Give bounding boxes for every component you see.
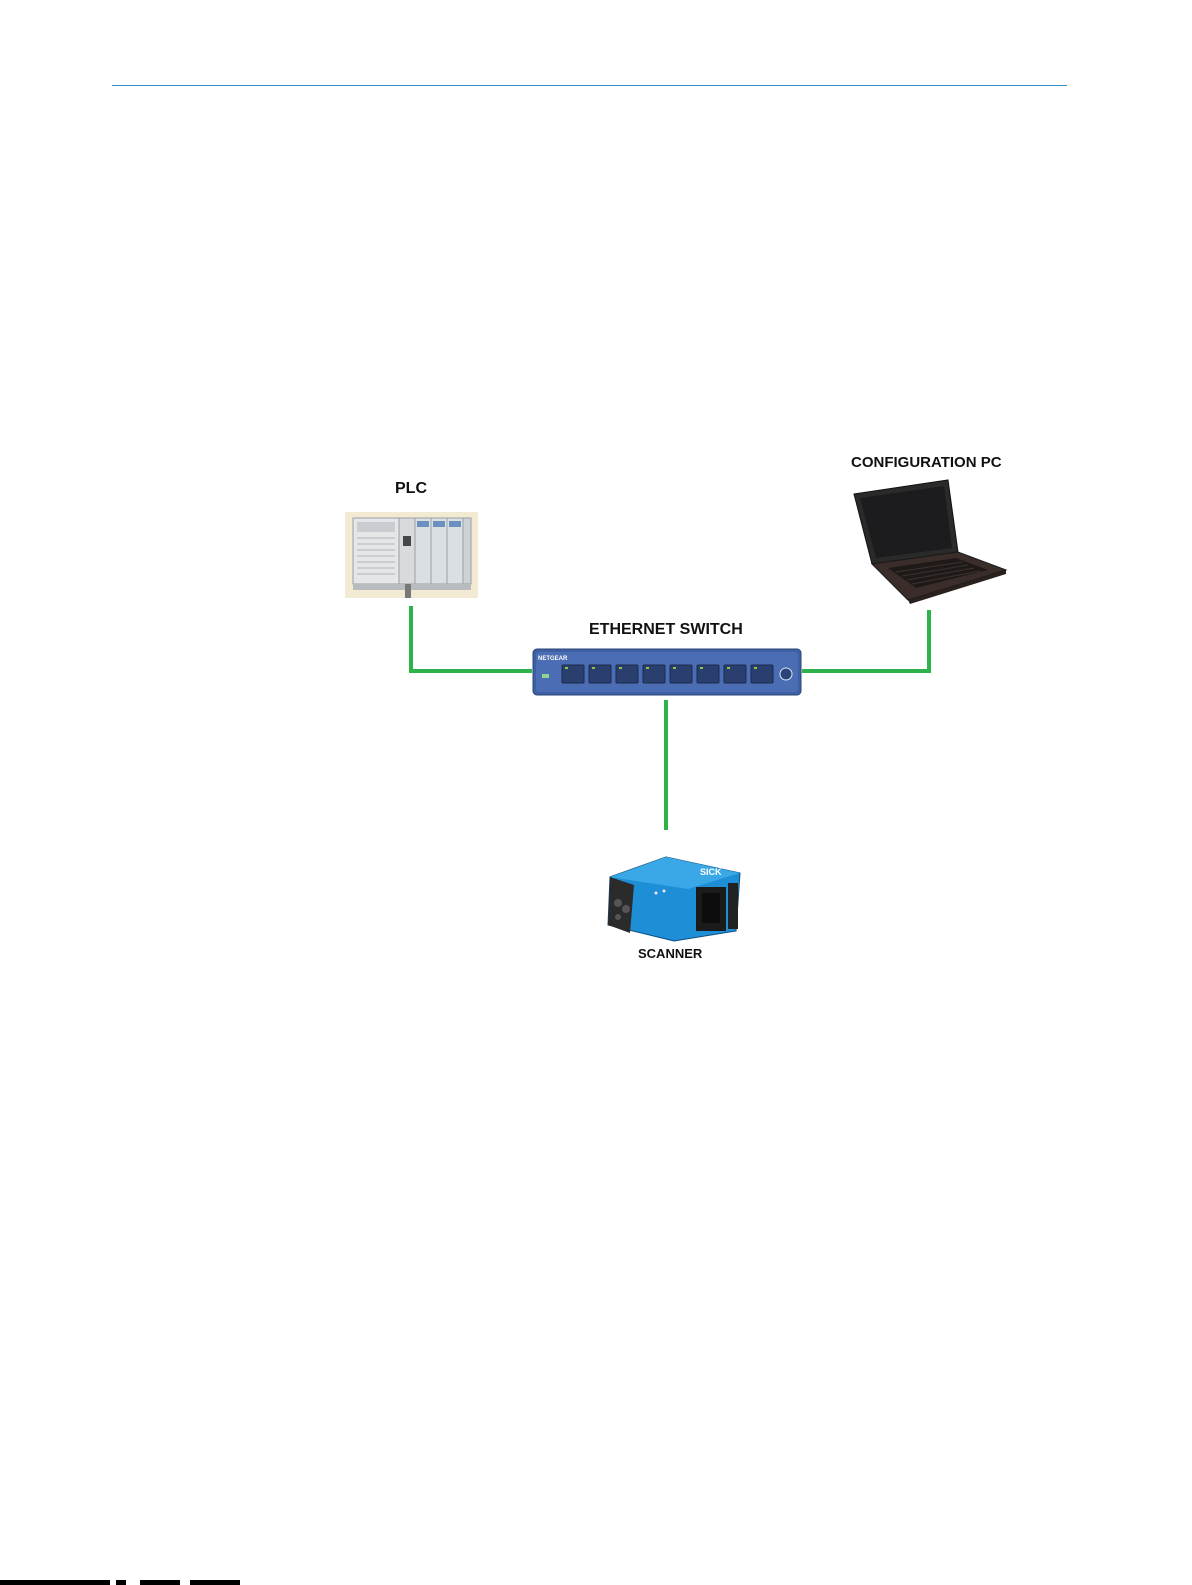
plc-icon: [345, 512, 478, 598]
ethernet-switch-label: ETHERNET SWITCH: [589, 621, 743, 639]
plc-device: [345, 512, 478, 598]
page-edge-marks: [0, 1578, 270, 1585]
scanner-brand: SICK: [700, 867, 722, 877]
link-plc-switch: [411, 606, 532, 671]
scanner-label: SCANNER: [638, 946, 702, 961]
config-pc-label: CONFIGURATION PC: [851, 454, 1002, 471]
laptop-icon: [848, 478, 1008, 604]
plc-label: PLC: [395, 480, 427, 498]
switch-icon: NETGEAR: [532, 648, 802, 696]
switch-brand: NETGEAR: [538, 656, 568, 662]
laptop-device: [848, 478, 1008, 604]
scanner-device: SICK: [604, 847, 742, 943]
link-pc-switch: [802, 610, 929, 671]
header-rule: [112, 85, 1067, 86]
ethernet-switch-device: NETGEAR: [532, 648, 802, 696]
scanner-icon: SICK: [604, 847, 742, 943]
